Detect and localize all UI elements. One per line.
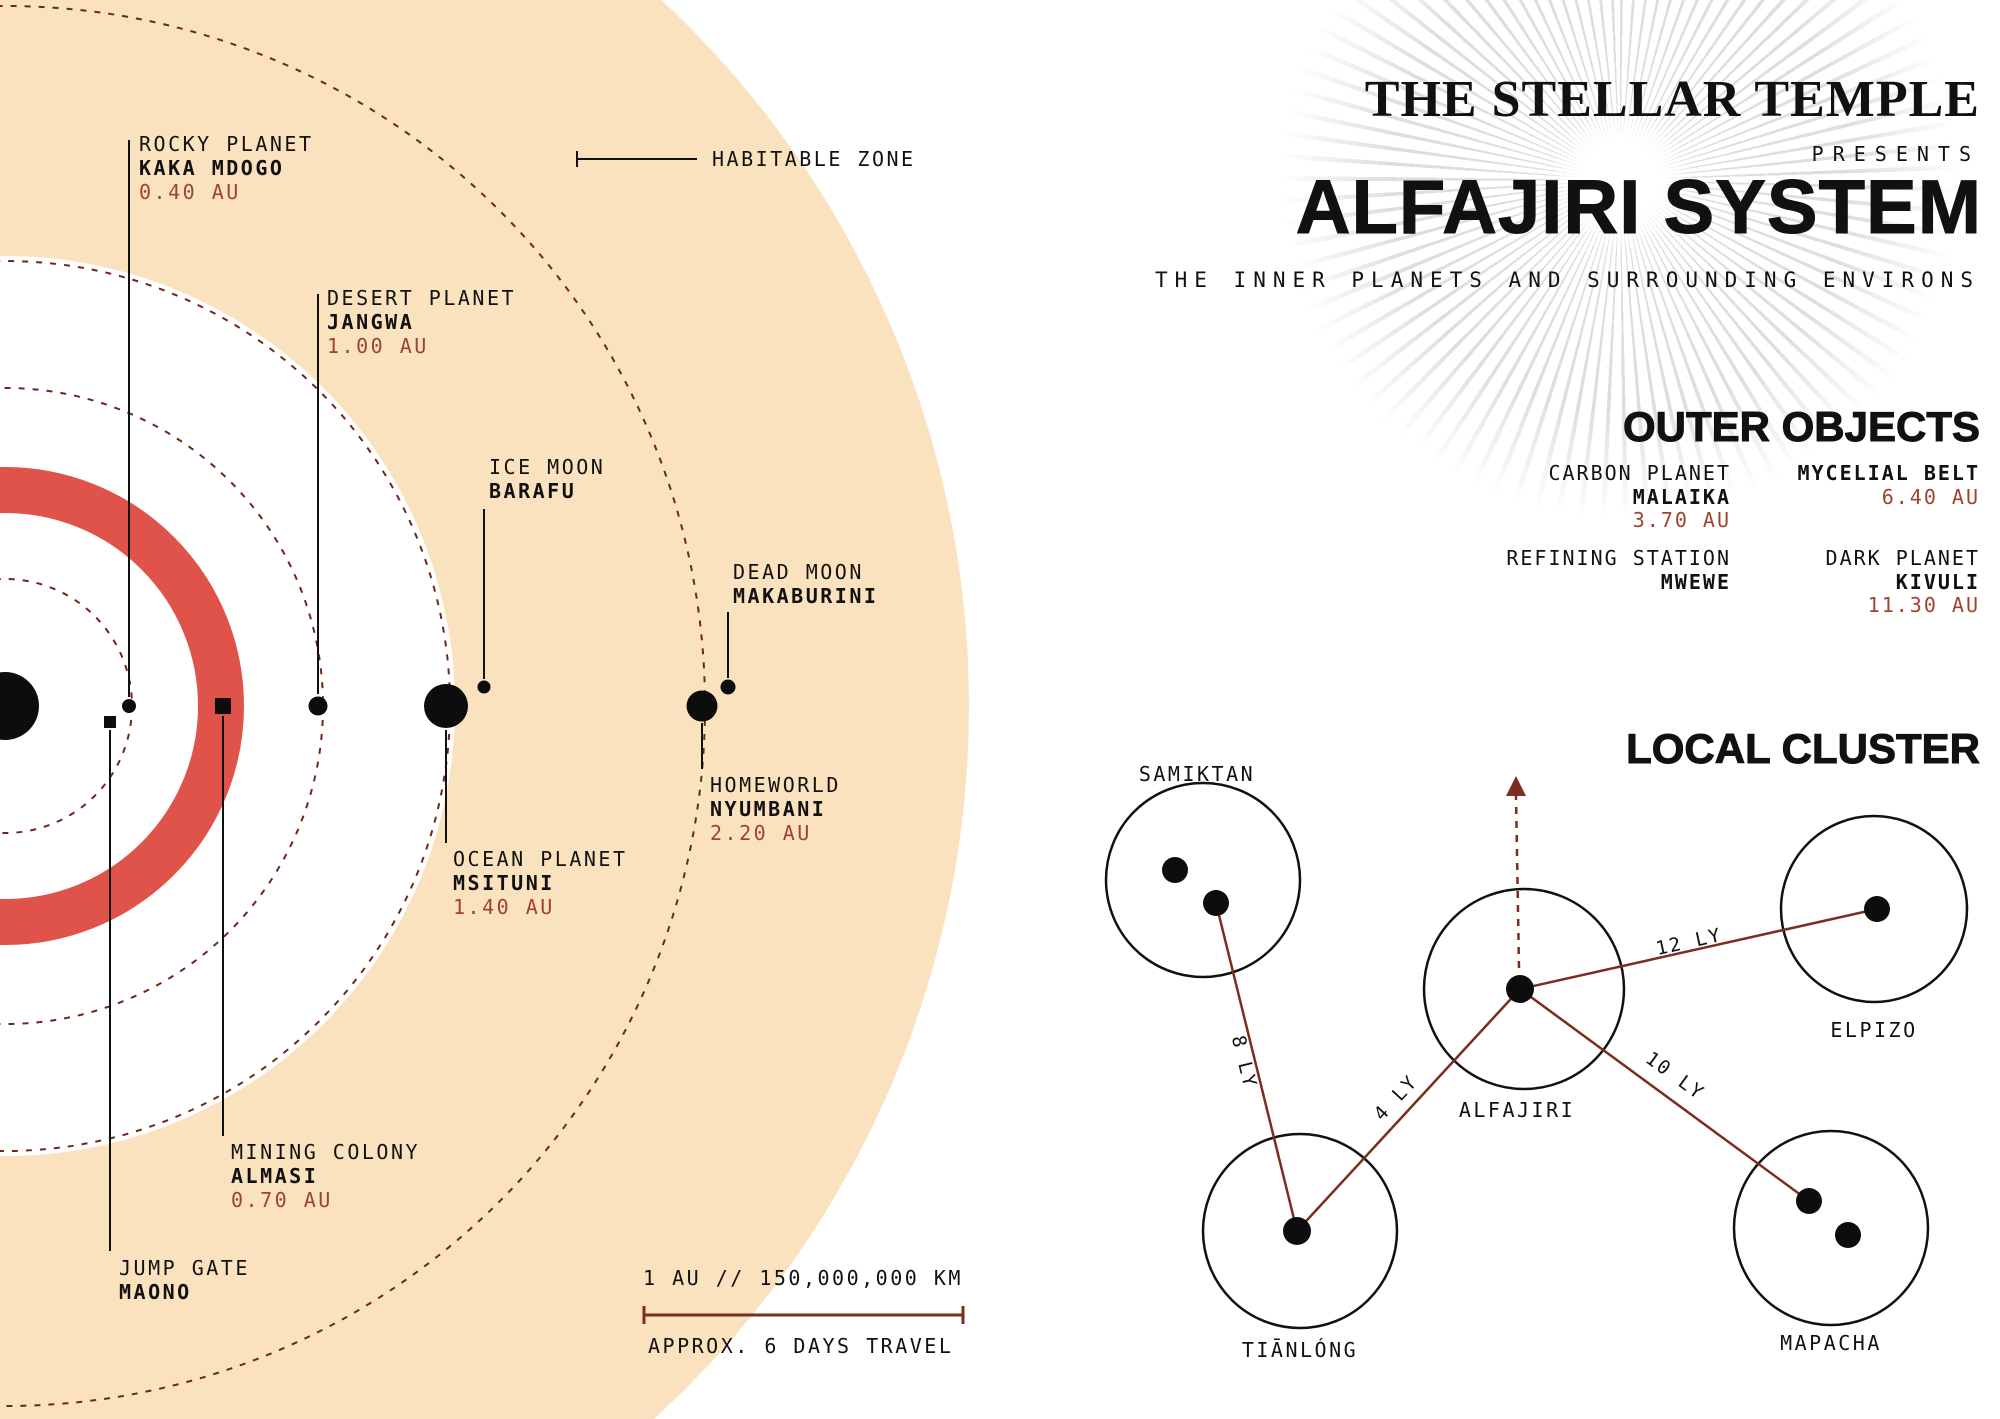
- system-label-mapacha: MAPACHA: [1780, 1331, 1882, 1355]
- outer-type: DARK PLANET: [1825, 546, 1980, 570]
- star-dot-mapacha-b: [1835, 1222, 1861, 1248]
- moon-dot-makaburini: [720, 679, 736, 695]
- planet-type: ROCKY PLANET: [139, 132, 314, 156]
- label-ocean-planet: OCEAN PLANET MSITUNI 1.40 AU: [453, 847, 628, 919]
- planet-type: DESERT PLANET: [327, 286, 517, 310]
- planet-dot-nyumbani: [686, 690, 718, 722]
- outer-name: MYCELIAL BELT: [1797, 461, 1980, 485]
- outer-objects-heading: OUTER OBJECTS: [1622, 403, 1980, 450]
- system-label-alfajiri: ALFAJIRI: [1458, 1098, 1576, 1122]
- presents-text: PRESENTS: [1811, 142, 1980, 166]
- star-dot-samiktan-a: [1162, 857, 1188, 883]
- planet-name: MAKABURINI: [733, 584, 879, 608]
- studio-name: THE STELLAR TEMPLE: [1364, 71, 1980, 128]
- outer-name: MALAIKA: [1632, 484, 1731, 509]
- scale-ratio-label: 1 AU // 150,000,000 KM: [643, 1266, 963, 1290]
- orbital-markers: [0, 672, 736, 740]
- route-alfajiri-mapacha: [1519, 987, 1810, 1203]
- planet-type: OCEAN PLANET: [453, 847, 628, 871]
- label-ice-moon: ICE MOON BARAFU: [489, 455, 605, 503]
- planet-name: BARAFU: [489, 479, 577, 503]
- outer-distance: 6.40 AU: [1881, 484, 1980, 509]
- system-circle-samiktan: [1104, 781, 1302, 979]
- system-label-elpizo: ELPIZO: [1830, 1018, 1918, 1042]
- outer-item-kivuli: DARK PLANET KIVULI 11.30 AU: [1825, 546, 1980, 618]
- planet-name: JANGWA: [327, 310, 415, 334]
- moon-dot-barafu: [477, 680, 491, 694]
- star-dot-mapacha-a: [1796, 1188, 1822, 1214]
- label-homeworld: HOMEWORLD NYUMBANI 2.20 AU: [710, 773, 841, 845]
- label-dead-moon: DEAD MOON MAKABURINI: [733, 560, 878, 608]
- star-alfajiri: [0, 672, 39, 740]
- outer-distance: 11.30 AU: [1867, 593, 1980, 617]
- habitable-zone-legend-line: [576, 151, 697, 167]
- scale-travel-label: APPROX. 6 DAYS TRAVEL: [648, 1334, 953, 1358]
- planet-distance: 2.20 AU: [710, 821, 812, 845]
- outer-type: REFINING STATION: [1506, 546, 1731, 570]
- label-jump-gate: JUMP GATE MAONO: [119, 1256, 250, 1304]
- cluster-routes: [1214, 776, 1878, 1232]
- system-label-tianlong: TIĀNLÓNG: [1241, 1338, 1359, 1362]
- star-dot-tianlong: [1283, 1217, 1311, 1245]
- local-cluster-heading: LOCAL CLUSTER: [1626, 725, 1981, 772]
- planet-type: DEAD MOON: [733, 560, 864, 584]
- outer-name: KIVULI: [1895, 569, 1980, 594]
- planet-distance: 0.40 AU: [139, 180, 241, 204]
- poster-title: ALFAJIRI SYSTEM: [1295, 165, 1982, 250]
- habitable-zone-legend-label: HABITABLE ZONE: [712, 147, 916, 171]
- label-mining-colony: MINING COLONY ALMASI 0.70 AU: [231, 1140, 420, 1212]
- planet-name: MSITUNI: [453, 871, 555, 895]
- cluster-star-dots: [1162, 857, 1890, 1248]
- scale-travel-text: APPROX. 6 DAYS TRAVEL: [648, 1334, 954, 1358]
- route-samiktan-tianlong: [1214, 902, 1299, 1232]
- scale-ratio-text: 1 AU // 150,000,000 KM: [643, 1266, 963, 1290]
- north-arrowhead: [1506, 776, 1526, 796]
- label-rocky-planet: ROCKY PLANET KAKA MDOGO 0.40 AU: [139, 132, 314, 204]
- planet-name: KAKA MDOGO: [139, 156, 285, 180]
- system-circle-mapacha: [1732, 1129, 1930, 1327]
- planet-dot-msituni: [424, 684, 468, 728]
- route-alfajiri-north-arrow: [1514, 795, 1521, 969]
- jump-gate-marker-maono: [104, 716, 116, 728]
- planet-dot-kaka-mdogo: [122, 699, 136, 713]
- star-dot-elpizo: [1864, 896, 1890, 922]
- planet-type: MINING COLONY: [231, 1140, 421, 1164]
- legend-text: HABITABLE ZONE: [712, 147, 916, 171]
- planet-type: HOMEWORLD: [710, 773, 841, 797]
- route-tianlong-alfajiri: [1296, 988, 1521, 1232]
- outer-distance: 3.70 AU: [1632, 508, 1731, 532]
- planet-dot-jangwa: [308, 696, 328, 716]
- poster-subtitle: THE INNER PLANETS AND SURROUNDING ENVIRO…: [1154, 268, 1980, 292]
- planet-type: ICE MOON: [489, 455, 606, 479]
- scale-bar: [642, 1306, 965, 1324]
- planet-name: NYUMBANI: [710, 797, 827, 821]
- outer-item-mycelial-belt: MYCELIAL BELT 6.40 AU: [1797, 461, 1980, 509]
- label-desert-planet: DESERT PLANET JANGWA 1.00 AU: [327, 286, 516, 358]
- star-dot-samiktan-b: [1203, 890, 1229, 916]
- planet-distance: 1.00 AU: [327, 334, 429, 358]
- outer-item-mwewe: REFINING STATION MWEWE: [1506, 546, 1731, 594]
- callout-lines: [109, 140, 729, 1251]
- planet-name: ALMASI: [231, 1164, 319, 1188]
- planet-distance: 1.40 AU: [453, 895, 555, 919]
- planet-name: MAONO: [119, 1280, 192, 1304]
- mining-colony-marker-almasi: [215, 698, 231, 714]
- star-dot-alfajiri: [1506, 975, 1534, 1003]
- outer-item-malaika: CARBON PLANET MALAIKA 3.70 AU: [1548, 461, 1731, 533]
- route-alfajiri-elpizo: [1519, 907, 1878, 991]
- system-label-samiktan: SAMIKTAN: [1138, 762, 1256, 786]
- outer-type: CARBON PLANET: [1548, 461, 1731, 485]
- planet-type: JUMP GATE: [119, 1256, 250, 1280]
- planet-distance: 0.70 AU: [231, 1188, 333, 1212]
- outer-name: MWEWE: [1660, 569, 1731, 594]
